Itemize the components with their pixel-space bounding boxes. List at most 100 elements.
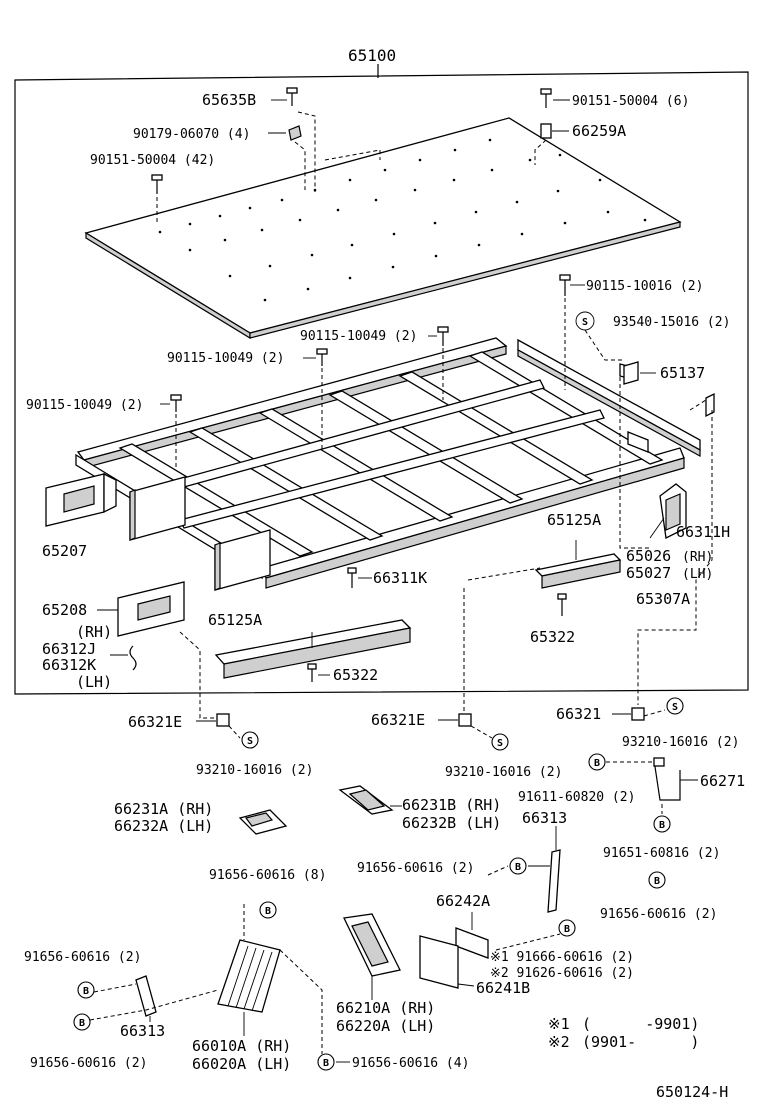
- label-91656-4: 91656-60616 (4): [352, 1056, 469, 1071]
- label-66321: 66321: [556, 705, 601, 723]
- label-91656-8: 91656-60616 (8): [209, 868, 326, 883]
- svg-text:B: B: [659, 820, 665, 831]
- label-65137: 65137: [660, 364, 705, 382]
- label-90151-50004-42: 90151-50004 (42): [90, 153, 215, 168]
- label-65125A-left: 65125A: [208, 611, 262, 629]
- svg-text:B: B: [654, 876, 660, 887]
- label-90115-10049-c: 90115-10049 (2): [26, 398, 143, 413]
- label-65026-side: (RH): [682, 550, 713, 565]
- label-65307A: 65307A: [636, 590, 690, 608]
- label-66231A: 66231A (RH): [114, 800, 213, 818]
- label-90115-10016: 90115-10016 (2): [586, 279, 703, 294]
- label-66232B: 66232B (LH): [402, 814, 501, 832]
- strap-66313-right: [528, 826, 561, 913]
- bracket-65207: [45, 472, 117, 527]
- label-66271: 66271: [700, 772, 745, 790]
- label-91611: 91611-60820 (2): [518, 790, 635, 805]
- svg-text:S: S: [497, 738, 503, 749]
- bracket-65026: [619, 370, 713, 705]
- assembly-number-label: 65100: [348, 46, 396, 65]
- strap-66313-left: [89, 975, 219, 1022]
- label-91656-top-left: 91656-60616 (2): [24, 950, 141, 965]
- label-66311H: 66311H: [676, 523, 730, 541]
- label-65125A-right: 65125A: [547, 511, 601, 529]
- footnotes: ※1 ( -9901) ※2 (9901- ): [548, 1015, 699, 1051]
- bracket-66210A: [343, 913, 401, 1000]
- assembly-outline: [14, 64, 749, 695]
- bracket-66231B: [338, 785, 402, 815]
- label-91666: ※1 91666-60616 (2): [490, 950, 634, 965]
- label-91656-mid-2: 91656-60616 (2): [357, 861, 474, 876]
- label-90115-10049-b: 90115-10049 (2): [167, 351, 284, 366]
- svg-text:B: B: [79, 1018, 85, 1029]
- label-66010A: 66010A (RH): [192, 1037, 291, 1055]
- svg-text:B: B: [594, 758, 600, 769]
- label-66259A: 66259A: [572, 122, 626, 140]
- deck-plate: [84, 117, 682, 340]
- label-65208-side: (RH): [76, 623, 112, 641]
- svg-text:B: B: [265, 906, 271, 917]
- label-66321E-mid: 66321E: [371, 711, 425, 729]
- label-66311K: 66311K: [373, 569, 427, 587]
- label-93540-15016: 93540-15016 (2): [613, 315, 730, 330]
- svg-text:B: B: [83, 986, 89, 997]
- label-65207: 65207: [42, 542, 87, 560]
- label-66242A: 66242A: [436, 892, 490, 910]
- label-93210-left: 93210-16016 (2): [196, 763, 313, 778]
- label-65322-right: 65322: [530, 628, 575, 646]
- label-65027: 65027: [626, 564, 671, 582]
- clamp-66271: [606, 757, 698, 814]
- label-93210-mid: 93210-16016 (2): [445, 765, 562, 780]
- label-66313-right: 66313: [522, 809, 567, 827]
- label-91656-right-2: 91656-60616 (2): [600, 907, 717, 922]
- label-66312K: 66312K: [42, 656, 96, 674]
- washer-badges: S S S B B B B B B B B B: [73, 697, 684, 1071]
- lower-fasteners: [196, 707, 666, 739]
- label-93210-right: 93210-16016 (2): [622, 735, 739, 750]
- sill-bars: [214, 540, 622, 682]
- label-66241B: 66241B: [476, 979, 530, 997]
- svg-text:B: B: [564, 924, 570, 935]
- label-91656-bottom-left: 91656-60616 (2): [30, 1056, 147, 1071]
- deck-leader-lines: [156, 99, 570, 225]
- deck-bolt-holes: [158, 138, 647, 302]
- label-91651: 91651-60816 (2): [603, 846, 720, 861]
- label-66313-left: 66313: [120, 1022, 165, 1040]
- label-66210A: 66210A (RH): [336, 999, 435, 1017]
- svg-text:S: S: [672, 702, 678, 713]
- badge-s-93540: S: [582, 317, 588, 328]
- svg-text:S: S: [247, 736, 253, 747]
- plate-66242A: [455, 912, 489, 959]
- internal-leaders: [179, 567, 541, 720]
- label-90151-50004-6: 90151-50004 (6): [572, 94, 689, 109]
- bracket-66231A: [238, 809, 288, 835]
- label-65026: 65026: [626, 547, 671, 565]
- label-66020A: 66020A (LH): [192, 1055, 291, 1073]
- label-91626: ※2 91626-60616 (2): [490, 966, 634, 981]
- note-1-mark: ※1: [548, 1015, 570, 1033]
- label-66220A: 66220A (LH): [336, 1017, 435, 1035]
- misc-leaders: [336, 865, 509, 1063]
- label-66232A: 66232A (LH): [114, 817, 213, 835]
- label-66312K-side: (LH): [76, 673, 112, 691]
- svg-text:B: B: [515, 862, 521, 873]
- bracket-65208: [97, 581, 185, 671]
- label-90115-10049-a: 90115-10049 (2): [300, 329, 417, 344]
- label-65208: 65208: [42, 601, 87, 619]
- svg-text:B: B: [323, 1058, 329, 1069]
- floor-frame: [75, 337, 715, 591]
- label-65322-left: 65322: [333, 666, 378, 684]
- diagram-code: 650124-H: [656, 1083, 728, 1101]
- label-66321E-left: 66321E: [128, 713, 182, 731]
- label-65027-side: (LH): [682, 567, 713, 582]
- part-labels: 65635B 90151-50004 (6) 90179-06070 (4) 6…: [24, 91, 745, 1073]
- label-65635B: 65635B: [202, 91, 256, 109]
- frame-fasteners: [160, 274, 707, 470]
- label-66231B: 66231B (RH): [402, 796, 501, 814]
- label-90179-06070: 90179-06070 (4): [133, 127, 250, 142]
- mudflap-66010A: [217, 904, 323, 1054]
- note-2-text: (9901- ): [582, 1033, 699, 1051]
- label-66312J: 66312J: [42, 640, 96, 658]
- note-1-text: ( -9901): [582, 1015, 699, 1033]
